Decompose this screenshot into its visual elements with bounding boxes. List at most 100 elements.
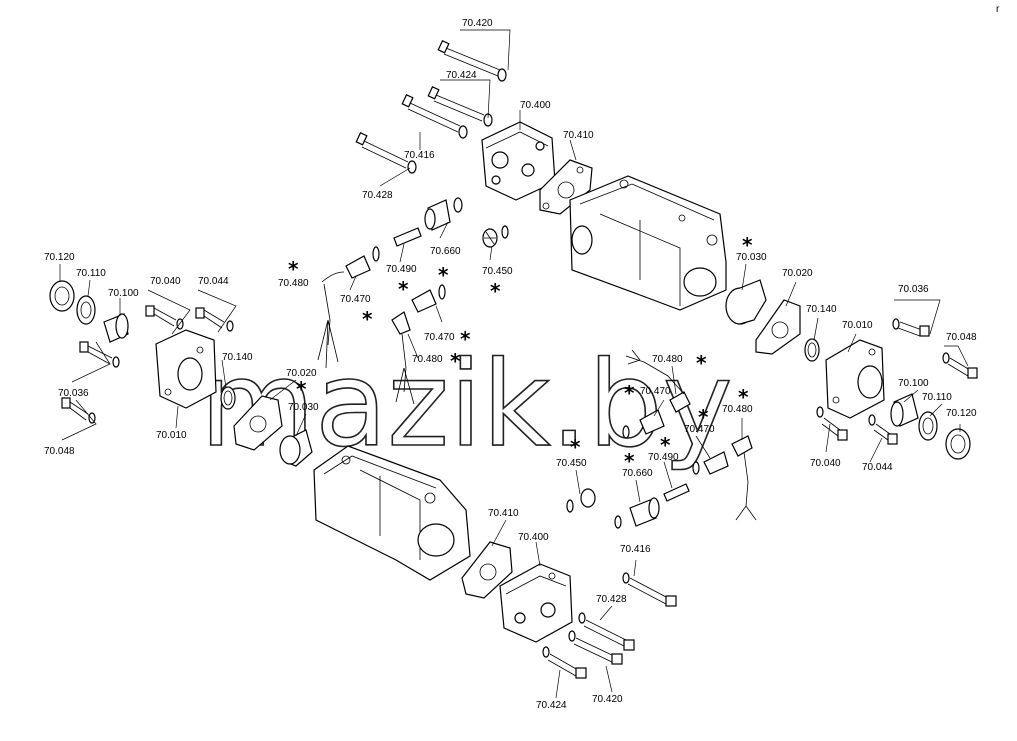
label-70450-top: 70.450 xyxy=(482,266,513,277)
label-70030-left: 70.030 xyxy=(288,402,319,413)
asterisk-marker: * xyxy=(738,385,749,409)
label-70410-top: 70.410 xyxy=(563,130,594,141)
label-70420-bottom: 70.420 xyxy=(592,694,623,705)
right-bolt-70036 xyxy=(892,318,930,337)
top-pin-70490 xyxy=(393,227,422,247)
label-70120-left: 70.120 xyxy=(44,252,75,263)
label-70048-right: 70.048 xyxy=(946,332,977,343)
label-70040-right: 70.040 xyxy=(810,458,841,469)
label-70424-top: 70.424 xyxy=(446,70,477,81)
asterisk-markers: * * * * * * * * * * * * * * * * xyxy=(288,233,753,473)
asterisk-marker: * xyxy=(296,377,307,401)
label-70140-right: 70.140 xyxy=(806,304,837,315)
top-pump-housing xyxy=(569,175,727,311)
label-70450-bottom: 70.450 xyxy=(556,458,587,469)
asterisk-marker: * xyxy=(624,449,635,473)
right-bushing-70100 xyxy=(890,393,919,427)
left-bolt-70044 xyxy=(195,307,234,332)
asterisk-marker: * xyxy=(660,433,671,457)
label-70470-a: 70.470 xyxy=(340,294,371,305)
bottom-bolt-70420 xyxy=(568,630,623,665)
leader-lines xyxy=(59,29,969,699)
label-70424-bottom: 70.424 xyxy=(536,700,567,711)
top-valve-body-70400 xyxy=(481,121,556,201)
label-70470-d: 70.470 xyxy=(684,424,715,435)
top-fitting-70660 xyxy=(424,197,463,231)
bottom-sensor-70470c xyxy=(622,409,665,439)
top-sensor-cable-70480a xyxy=(317,271,345,369)
bottom-sensor-cable-70480c xyxy=(625,349,691,413)
label-70480-c: 70.480 xyxy=(652,354,683,365)
bottom-valve-body-70400 xyxy=(499,563,573,643)
top-pump-cover-70010 xyxy=(825,339,885,419)
corner-mark: r xyxy=(996,4,1000,15)
asterisk-marker: * xyxy=(696,351,707,375)
bottom-bolt-70416 xyxy=(622,572,677,607)
label-70490-bottom: 70.490 xyxy=(648,452,679,463)
label-70480-a: 70.480 xyxy=(278,278,309,289)
asterisk-marker: * xyxy=(450,349,461,373)
label-70490-top: 70.490 xyxy=(386,264,417,275)
label-70428-top: 70.428 xyxy=(362,190,393,201)
left-cap-70120 xyxy=(49,280,75,312)
label-70480-d: 70.480 xyxy=(722,404,753,415)
label-70660-bottom: 70.660 xyxy=(622,468,653,479)
label-70100-left: 70.100 xyxy=(108,288,139,299)
label-70416-top: 70.416 xyxy=(404,150,435,161)
label-70470-b: 70.470 xyxy=(424,332,455,343)
bottom-pump-housing xyxy=(313,445,471,581)
top-sensor-cable-70480b xyxy=(391,311,415,405)
left-bushing-70100 xyxy=(103,313,129,343)
label-70110-right: 70.110 xyxy=(922,392,952,403)
top-bolt-70428 xyxy=(355,131,417,174)
asterisk-marker: * xyxy=(398,277,409,301)
asterisk-marker: * xyxy=(362,307,373,331)
bottom-sensor-cable-70480d xyxy=(731,435,757,521)
label-70120-right: 70.120 xyxy=(946,408,977,419)
bottom-pin-70490 xyxy=(663,483,690,502)
label-70100-right: 70.100 xyxy=(898,378,929,389)
label-70020-left: 70.020 xyxy=(286,368,317,379)
label-70044-right: 70.044 xyxy=(862,462,893,473)
label-70048-left: 70.048 xyxy=(44,446,75,457)
asterisk-marker: * xyxy=(742,233,753,257)
bottom-sensor-70470d xyxy=(692,451,729,475)
top-gasket-70410 xyxy=(539,159,593,215)
label-70400-bottom: 70.400 xyxy=(518,532,549,543)
asterisk-marker: * xyxy=(438,263,449,287)
label-70420-top: 70.420 xyxy=(462,18,493,29)
bottom-fitting-70660 xyxy=(614,497,660,529)
bottom-gasket-70410 xyxy=(461,541,513,599)
top-sensor-70470b xyxy=(411,284,446,313)
top-bolt-70420 xyxy=(437,39,507,82)
label-70410-bottom: 70.410 xyxy=(488,508,519,519)
right-bolt-70048 xyxy=(942,352,978,379)
left-bolt-70036 xyxy=(79,341,120,368)
label-70036-right: 70.036 xyxy=(898,284,929,295)
label-70110-left: 70.110 xyxy=(76,268,106,279)
top-pump-oring-70140 xyxy=(804,338,820,362)
top-sensor-70470a xyxy=(345,246,380,279)
top-bolt-70424 xyxy=(427,85,493,127)
bottom-bolt-70428 xyxy=(578,612,635,651)
asterisk-marker: * xyxy=(288,257,299,281)
left-seal-70030 xyxy=(279,429,313,467)
asterisk-marker: * xyxy=(460,327,471,351)
right-bolt-70040 xyxy=(816,406,848,441)
label-70416-bottom: 70.416 xyxy=(620,544,651,555)
label-70140-left: 70.140 xyxy=(222,352,253,363)
left-bolt-70048 xyxy=(61,397,96,424)
label-70036-left: 70.036 xyxy=(58,388,89,399)
label-70010-right: 70.010 xyxy=(842,320,873,331)
top-bolt-70416 xyxy=(401,93,468,139)
right-seal-70110 xyxy=(918,411,938,441)
label-70400-top: 70.400 xyxy=(520,100,551,111)
bottom-bolt-70424 xyxy=(542,646,587,679)
label-70428-bottom: 70.428 xyxy=(596,594,627,605)
left-seal-70110 xyxy=(76,295,96,325)
label-70010-left: 70.010 xyxy=(156,430,187,441)
label-70030-right: 70.030 xyxy=(736,252,767,263)
top-pump-gasket-70020 xyxy=(755,299,801,355)
asterisk-marker: * xyxy=(490,279,501,303)
